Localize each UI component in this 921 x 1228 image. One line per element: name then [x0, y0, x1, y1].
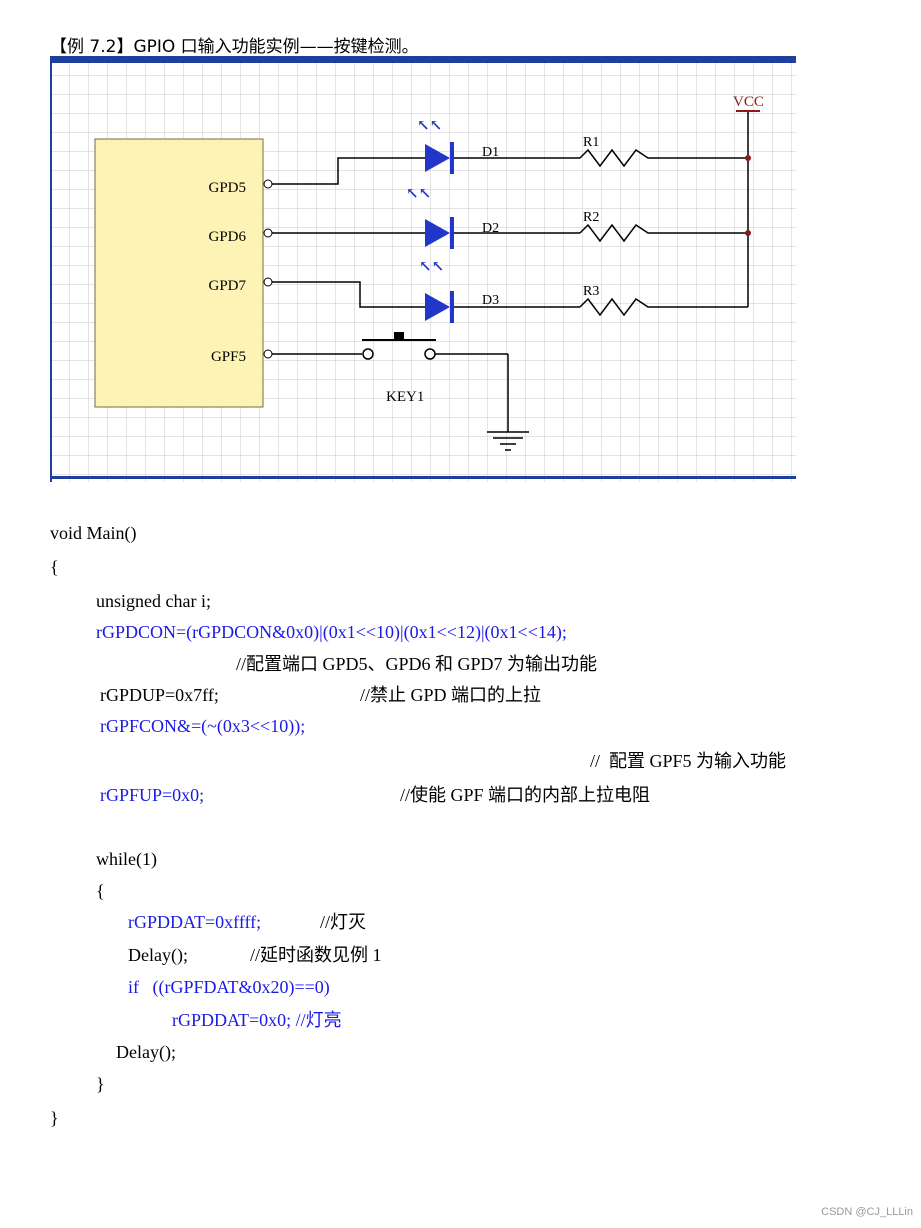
svg-text:↖↖: ↖↖ — [419, 259, 444, 275]
code-line-16: } — [50, 1108, 59, 1128]
code-line-3: unsigned char i; — [96, 591, 211, 611]
code-line-15: } — [96, 1074, 105, 1094]
code-line-6: rGPFCON&=(~(0x3<<10)); — [100, 716, 306, 736]
resistor-r1 — [579, 148, 748, 168]
pin-dot-gpd7 — [263, 277, 273, 287]
key-label: KEY1 — [386, 389, 424, 405]
resistor-r2 — [579, 223, 748, 243]
label-r1: R1 — [583, 135, 599, 150]
pin-label-gpf5: GPF5 — [211, 349, 246, 365]
switch-contact-left — [362, 348, 374, 360]
pin-dot-gpd6 — [263, 228, 273, 238]
code-comment-6: //延时函数见例 1 — [250, 945, 382, 965]
code-line-9: { — [96, 881, 105, 901]
code-line-10: rGPDDAT=0xffff; — [128, 912, 262, 932]
resistor-r3 — [579, 297, 748, 317]
code-line-1: void Main() — [50, 523, 137, 543]
mcu-block — [94, 138, 264, 408]
ground-icon — [487, 431, 529, 451]
bottom-border — [50, 476, 796, 479]
code-line-4: rGPDCON=(rGPDCON&0x0)|(0x1<<10)|(0x1<<12… — [96, 622, 567, 642]
code-line-2: { — [50, 557, 59, 577]
example-heading: 【例 7.2】GPIO 口输入功能实例——按键检测。 — [50, 37, 419, 57]
watermark: CSDN @CJ_LLLin — [821, 1206, 913, 1218]
code-line-11: Delay(); — [128, 945, 188, 965]
pin-label-gpd5: GPD5 — [208, 180, 246, 196]
code-comment-3: // 配置 GPF5 为输入功能 — [590, 751, 787, 771]
svg-text:↖↖: ↖↖ — [417, 118, 442, 134]
code-line-13: rGPDDAT=0x0; //灯亮 — [172, 1010, 342, 1030]
led-d1: ↖↖ — [417, 118, 454, 174]
label-d3: D3 — [482, 293, 499, 308]
label-r2: R2 — [583, 210, 599, 225]
top-border — [50, 56, 796, 63]
vcc-label: VCC — [733, 94, 764, 110]
pin-label-gpd7: GPD7 — [208, 278, 246, 294]
label-r3: R3 — [583, 284, 599, 299]
code-line-5: rGPDUP=0x7ff; — [100, 685, 219, 705]
led-d3: ↖↖ — [419, 259, 454, 323]
switch-contact-right — [424, 348, 436, 360]
label-d1: D1 — [482, 145, 499, 160]
code-comment-4: //使能 GPF 端口的内部上拉电阻 — [400, 785, 651, 805]
led-d2: ↖↖ — [406, 186, 454, 249]
code-line-14: Delay(); — [116, 1042, 176, 1062]
code-line-12: if ((rGPFDAT&0x20)==0) — [128, 977, 330, 997]
code-comment-2: //禁止 GPD 端口的上拉 — [360, 685, 542, 705]
pin-label-gpd6: GPD6 — [208, 229, 246, 245]
code-comment-5: //灯灭 — [320, 912, 367, 932]
pin-dot-gpf5 — [263, 349, 273, 359]
code-comment-1: //配置端口 GPD5、GPD6 和 GPD7 为输出功能 — [236, 654, 598, 674]
circuit-schematic: GPD5 GPD6 GPD7 GPF5 ↖↖ ↖↖ ↖↖ — [50, 56, 796, 482]
code-line-8: while(1) — [96, 849, 157, 869]
pin-dot-gpd5 — [263, 179, 273, 189]
svg-text:↖↖: ↖↖ — [406, 186, 431, 202]
code-line-7: rGPFUP=0x0; — [100, 785, 205, 805]
